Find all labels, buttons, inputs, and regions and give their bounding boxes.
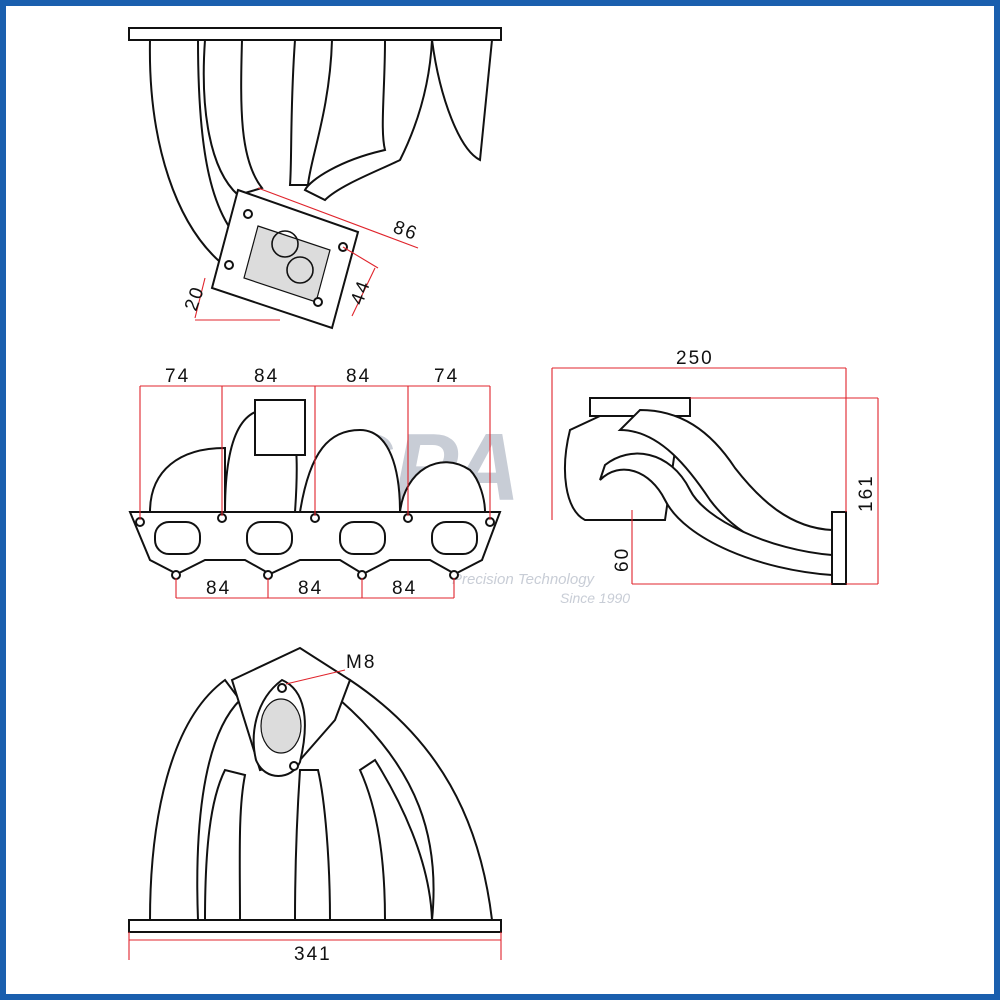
dim-m8-label: M8 (346, 652, 376, 673)
top-bolt-hole-4 (313, 297, 323, 307)
bottom-runner-1 (148, 678, 242, 921)
dim-44-ext (342, 246, 379, 269)
dim-front-top-2: 84 (254, 366, 279, 387)
top-bolt-hole-1 (243, 209, 253, 219)
watermark-tagline: Precision Technology (452, 571, 596, 588)
front-view: 74 84 84 74 84 84 84 (128, 366, 502, 599)
front-port-3 (339, 521, 386, 555)
dim-front-bottom-3: 84 (392, 578, 417, 599)
dim-side-250-label: 250 (676, 348, 714, 369)
dim-front-top-4: 74 (434, 366, 459, 387)
dim-20-label: 20 (181, 283, 209, 314)
side-view: 250 161 60 (551, 348, 879, 585)
dim-86-line (257, 187, 419, 249)
dim-side-60-label: 60 (612, 547, 633, 572)
front-runner-center-right (298, 428, 402, 513)
front-stud-8 (357, 570, 367, 580)
front-turbo-flange (254, 399, 306, 456)
bottom-runner-4 (358, 758, 434, 921)
front-port-1 (154, 521, 201, 555)
dim-341-label: 341 (294, 944, 332, 965)
top-runner-2 (202, 39, 264, 197)
technical-drawing: SPA TURBO Precision Technology Since 199… (128, 27, 879, 965)
dim-44-line (351, 267, 376, 317)
bottom-wastegate-stud-2 (289, 761, 299, 771)
dim-20-ext (194, 277, 206, 319)
dim-m8-leader (285, 669, 346, 685)
dim-front-bottom-2: 84 (298, 578, 323, 599)
dim-86-label: 86 (390, 217, 421, 245)
dim-front-bottom-1: 84 (206, 578, 231, 599)
dim-front-top-1: 74 (165, 366, 190, 387)
front-runner-left (148, 446, 226, 513)
top-bolt-hole-3 (224, 260, 234, 270)
top-view: 86 44 20 (128, 27, 502, 330)
dim-side-161-label: 161 (856, 474, 877, 512)
top-port-circle-2 (286, 256, 314, 284)
top-runner-5 (430, 39, 494, 162)
top-runner-4 (303, 39, 434, 202)
front-head-flange (128, 511, 502, 576)
front-stud-6 (171, 570, 181, 580)
top-port-circle-1 (271, 230, 299, 258)
bottom-view: M8 341 (128, 646, 502, 965)
side-head-flange (831, 511, 847, 585)
front-port-2 (246, 521, 293, 555)
bottom-runner-2 (203, 768, 247, 921)
front-port-4 (431, 521, 478, 555)
top-head-flange (128, 27, 502, 41)
bottom-head-flange (128, 919, 502, 933)
bottom-runner-3 (293, 769, 332, 921)
watermark-since: Since 1990 (560, 590, 630, 606)
front-stud-7 (263, 570, 273, 580)
front-stud-9 (449, 570, 459, 580)
dim-44-label: 44 (347, 277, 375, 308)
dim-front-top-3: 84 (346, 366, 371, 387)
bottom-wastegate-port (260, 698, 302, 754)
front-runner-right (398, 461, 487, 513)
bottom-wastegate-stud-1 (277, 683, 287, 693)
top-runner-3 (288, 39, 334, 186)
